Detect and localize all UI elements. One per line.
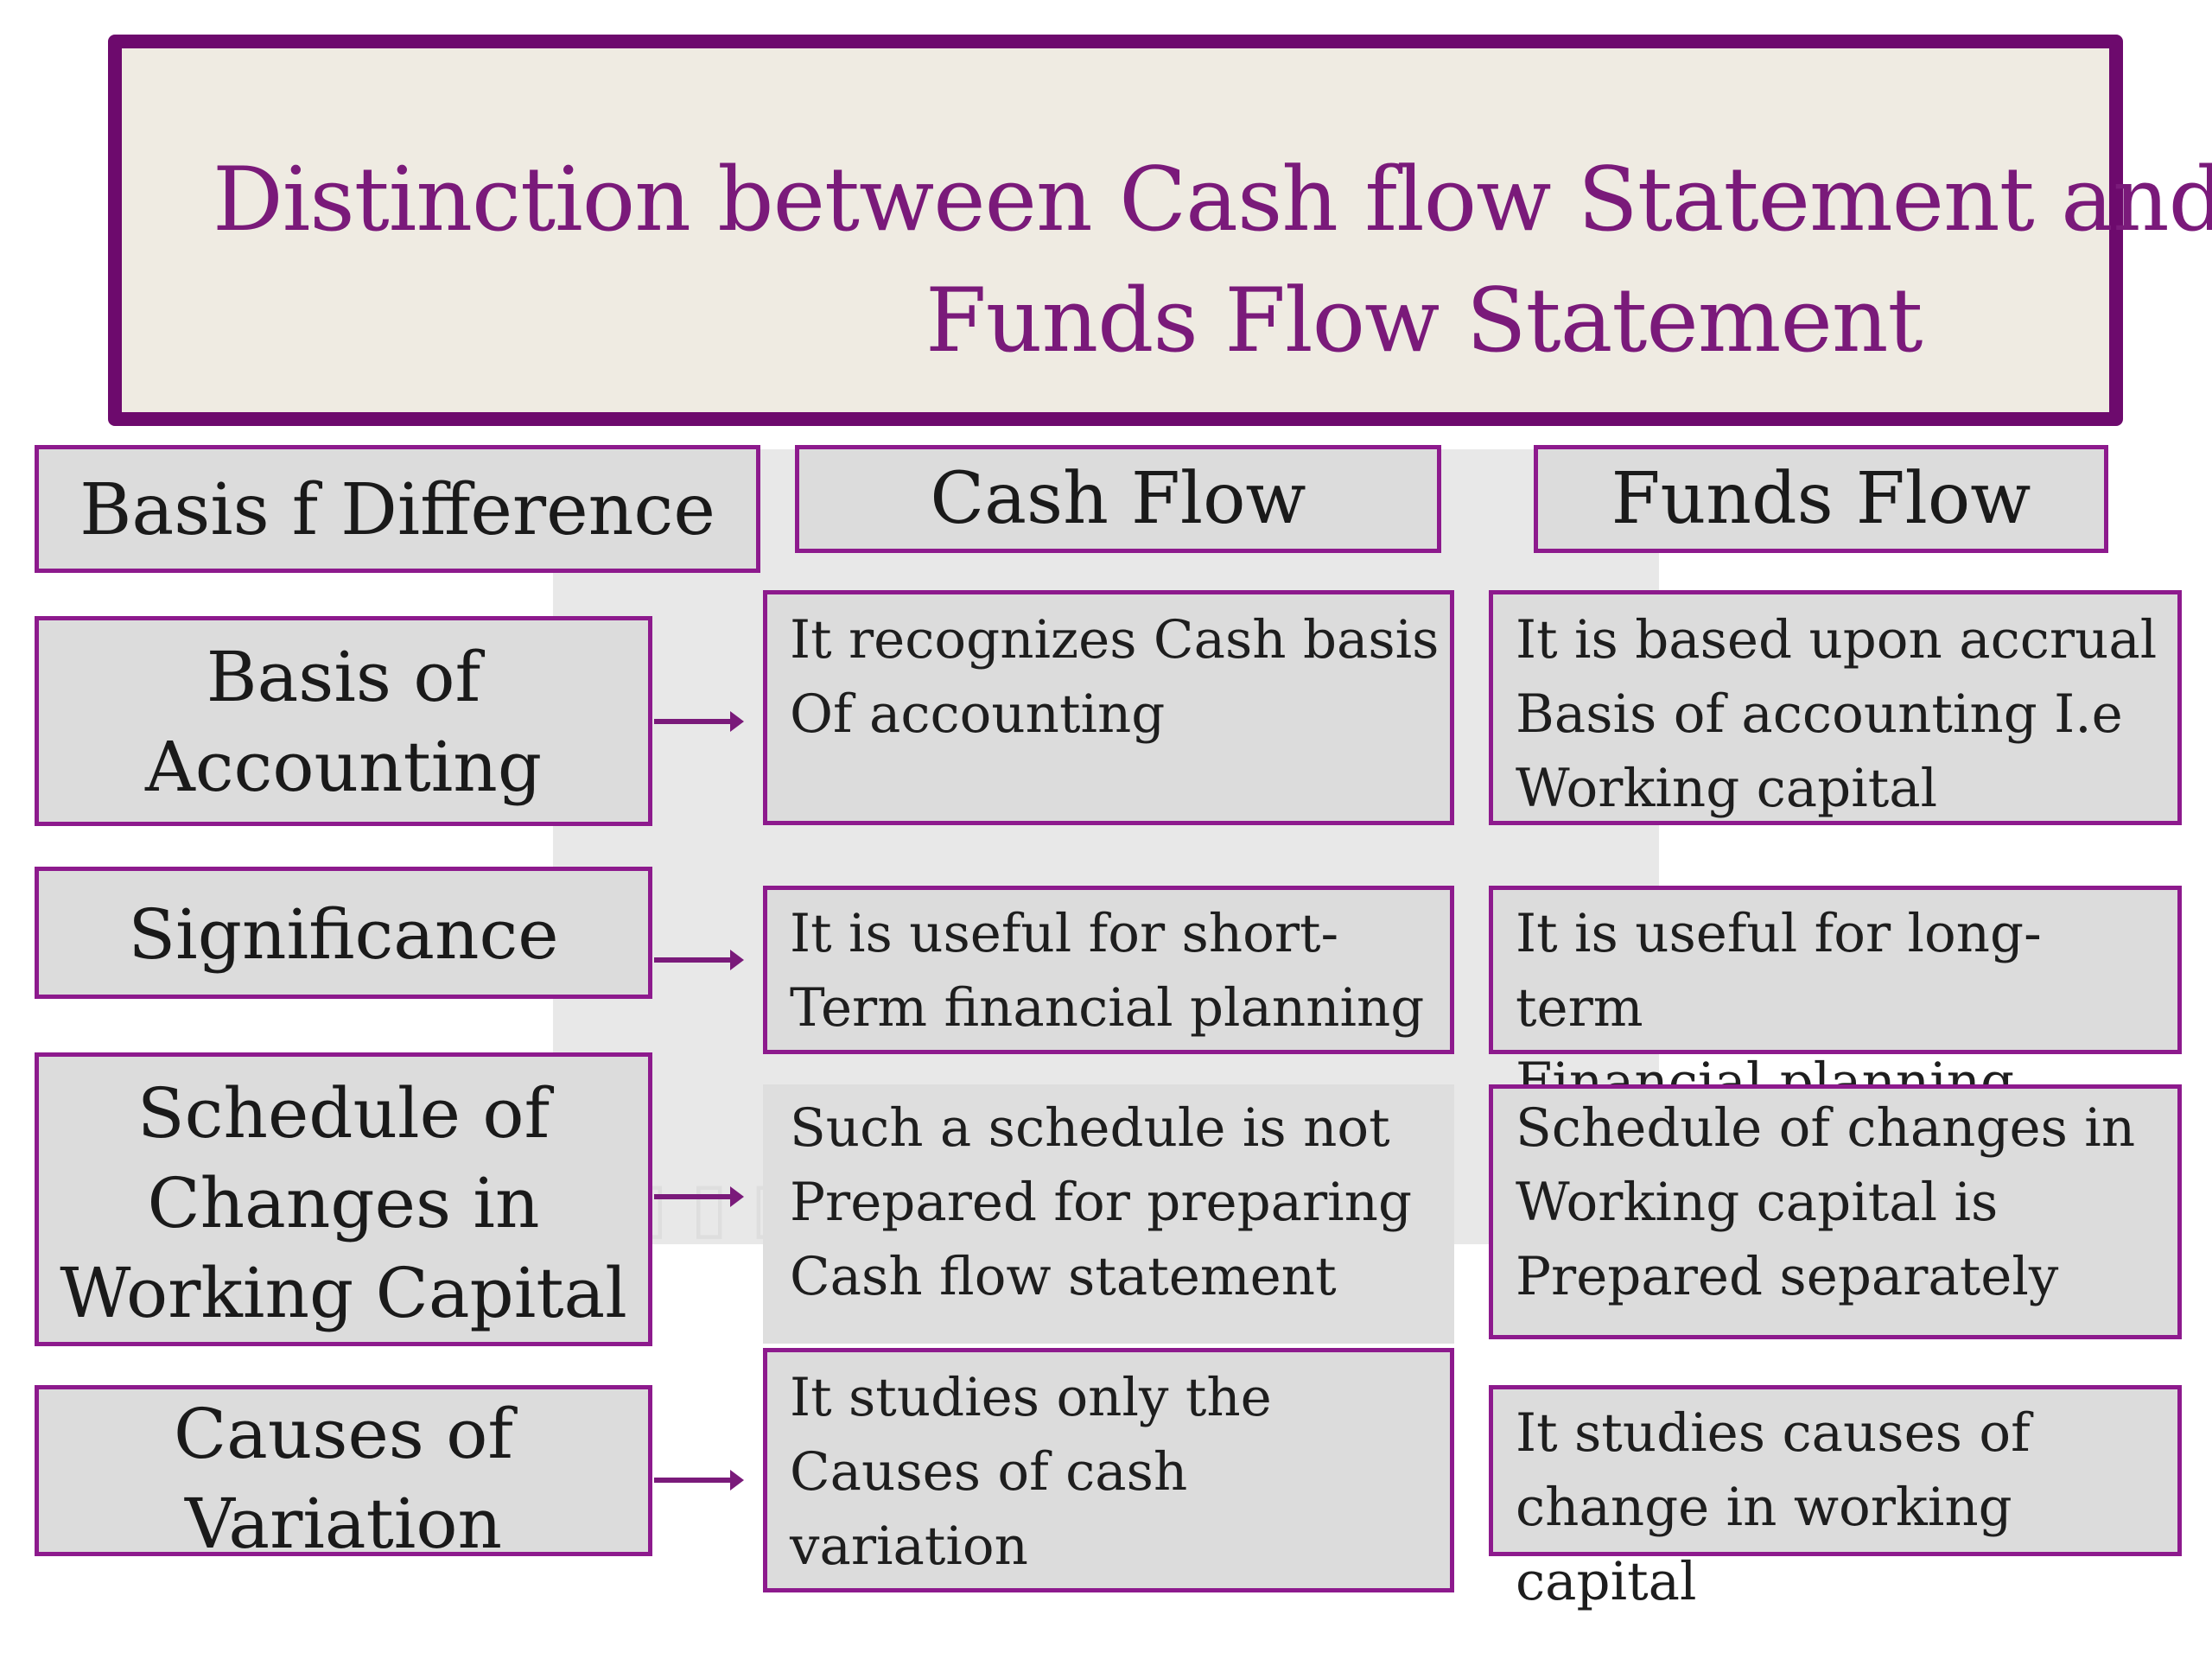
funds-flow-box-causes: It studies causes of change in working c… bbox=[1489, 1385, 2182, 1612]
funds-flow-box-schedule: Schedule of changes in Working capital i… bbox=[1489, 1084, 2182, 1339]
title-line-2: Funds Flow Statement bbox=[925, 270, 1923, 372]
basis-label-accounting: Basis of Accounting bbox=[144, 637, 543, 807]
arrow-icon bbox=[654, 1470, 744, 1491]
cash-flow-text-schedule: Such a schedule is not Prepared for prep… bbox=[790, 1097, 1412, 1307]
header-basis: Basis f Difference bbox=[35, 445, 760, 573]
cash-flow-text-accounting: It recognizes Cash basis Of accounting bbox=[790, 609, 1440, 745]
basis-box-accounting: Basis of Accounting bbox=[35, 616, 652, 826]
funds-flow-box-accounting: It is based upon accrual Basis of accoun… bbox=[1489, 590, 2182, 825]
basis-box-causes: Causes of Variation bbox=[35, 1385, 652, 1564]
funds-flow-text-accounting: It is based upon accrual Basis of accoun… bbox=[1516, 609, 2158, 819]
cash-flow-box-causes: It studies only the Causes of cash varia… bbox=[763, 1348, 1454, 1592]
arrow-icon bbox=[654, 950, 744, 970]
title-banner: Distinction between Cash flow Statement … bbox=[108, 35, 2212, 426]
header-cash-flow: Cash Flow bbox=[795, 445, 1441, 553]
cash-flow-box-significance: It is useful for short- Term financial p… bbox=[763, 886, 1454, 1054]
arrow-icon bbox=[654, 1186, 744, 1207]
header-funds-flow-label: Funds Flow bbox=[1611, 458, 2031, 540]
arrow-icon bbox=[654, 711, 744, 732]
title-line-1: Distinction between Cash flow Statement … bbox=[213, 149, 2212, 251]
basis-box-schedule: Schedule of Changes in Working Capital bbox=[35, 1052, 652, 1346]
funds-flow-text-causes: It studies causes of change in working c… bbox=[1516, 1402, 2031, 1612]
header-basis-label: Basis f Difference bbox=[79, 469, 715, 551]
header-funds-flow: Funds Flow bbox=[1534, 445, 2108, 553]
cash-flow-box-schedule: Such a schedule is not Prepared for prep… bbox=[763, 1084, 1454, 1344]
cash-flow-box-accounting: It recognizes Cash basis Of accounting bbox=[763, 590, 1454, 825]
funds-flow-text-schedule: Schedule of changes in Working capital i… bbox=[1516, 1097, 2136, 1307]
basis-label-significance: Significance bbox=[128, 894, 559, 975]
basis-label-schedule: Schedule of Changes in Working Capital bbox=[60, 1073, 627, 1333]
cash-flow-text-significance: It is useful for short- Term financial p… bbox=[790, 903, 1425, 1039]
basis-box-significance: Significance bbox=[35, 867, 652, 999]
basis-label-causes: Causes of Variation bbox=[173, 1394, 514, 1564]
header-cash-flow-label: Cash Flow bbox=[930, 458, 1306, 540]
cash-flow-text-causes: It studies only the Causes of cash varia… bbox=[790, 1367, 1272, 1577]
funds-flow-box-significance: It is useful for long-term Financial pla… bbox=[1489, 886, 2182, 1113]
